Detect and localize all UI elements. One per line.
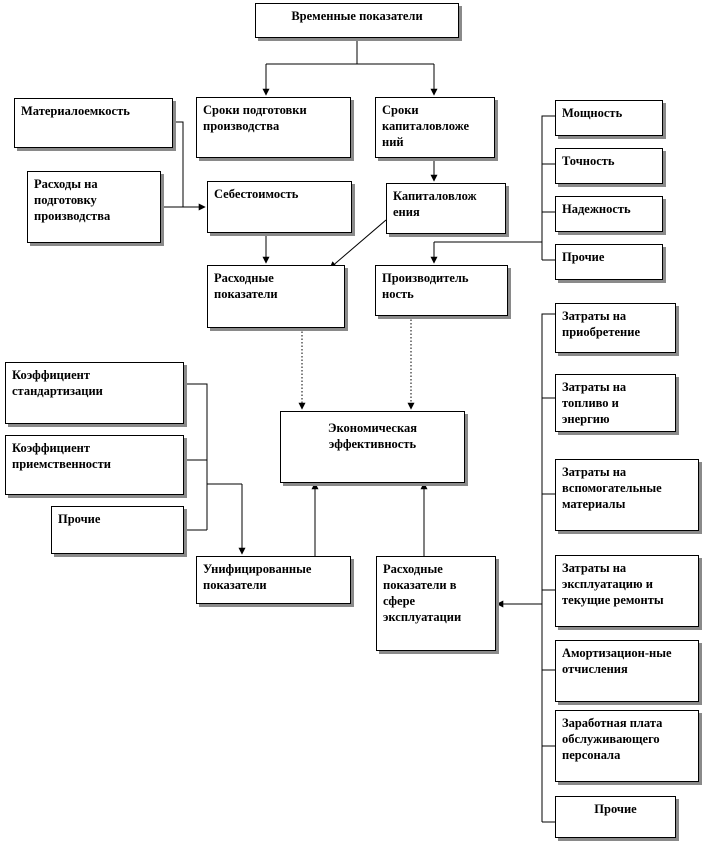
box-other-expenses: Прочие — [555, 796, 676, 838]
box-unified-indicators: Унифицированные показатели — [196, 556, 351, 604]
box-expense-indicators: Расходные показатели — [207, 265, 345, 328]
box-accuracy: Точность — [555, 148, 663, 184]
connector-coef-bracket — [184, 383, 242, 531]
box-operation-repair-costs: Затраты на эксплуатацию и текущие ремонт… — [555, 555, 699, 627]
box-time-indicators: Временные показатели — [255, 3, 459, 38]
box-production-prep-terms: Сроки подготовки производства — [196, 97, 351, 158]
box-auxiliary-materials-costs: Затраты на вспомогательные материалы — [555, 459, 699, 531]
box-acquisition-costs: Затраты на приобретение — [555, 303, 676, 353]
box-depreciation: Амортизацион-ные отчисления — [555, 640, 699, 702]
connector-tech-bracket — [434, 115, 555, 261]
box-cost-price: Себестоимость — [207, 181, 352, 233]
box-other-unification: Прочие — [51, 506, 184, 554]
box-material-intensity: Материалоемкость — [14, 98, 173, 148]
box-production-prep-costs: Расходы на подготовку производства — [27, 171, 161, 243]
box-reliability: Надежность — [555, 196, 663, 232]
box-economic-efficiency: Экономическая эффективность — [280, 411, 465, 483]
connector-expense-bracket — [541, 313, 555, 823]
box-fuel-energy-costs: Затраты на топливо и энергию — [555, 374, 676, 432]
box-power: Мощность — [555, 100, 663, 136]
box-productivity: Производитель ность — [375, 265, 508, 316]
box-other-technical: Прочие — [555, 244, 663, 280]
box-operational-expense-indicators: Расходные показатели в сфере эксплуатаци… — [376, 556, 496, 651]
connector-capex-to-expense — [329, 219, 387, 269]
box-capital-investment: Капиталовлож ения — [386, 183, 506, 234]
box-capex-terms: Сроки капиталовложе ний — [375, 97, 495, 158]
connector-material-bracket — [161, 121, 184, 208]
connector-time-split — [266, 38, 434, 65]
box-staff-wages: Заработная плата обслуживающего персонал… — [555, 710, 699, 782]
box-standardization-coefficient: Коэффициент стандартизации — [5, 362, 184, 424]
box-continuity-coefficient: Коэффициент приемственности — [5, 435, 184, 495]
